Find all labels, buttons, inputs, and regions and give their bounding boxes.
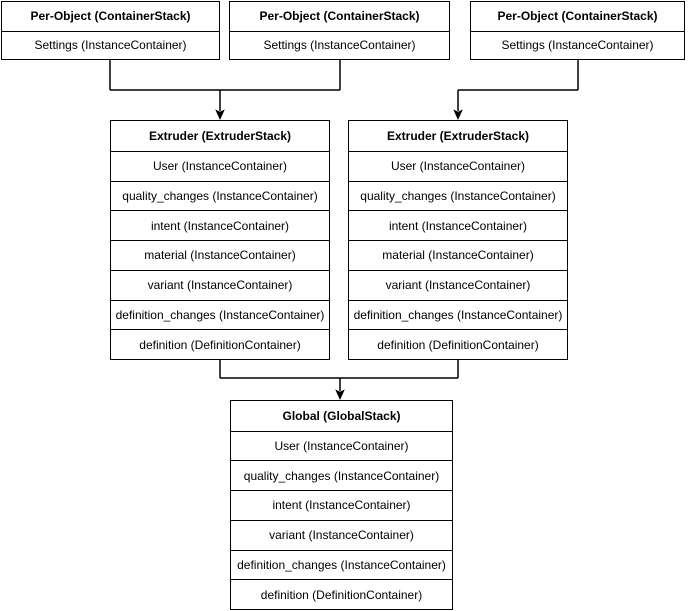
node-per-object-1-title: Per-Object (ContainerStack) <box>30 9 191 24</box>
node-extruder-2-row-variant: variant (InstanceContainer) <box>349 269 567 300</box>
node-extruder-2-row-material: material (InstanceContainer) <box>349 240 567 270</box>
node-extruder-1-row-user: User (InstanceContainer) <box>111 150 329 181</box>
node-extruder-2-row-definition: definition (DefinitionContainer) <box>349 329 567 359</box>
node-extruder-1-row-variant: variant (InstanceContainer) <box>111 269 329 300</box>
node-extruder-2-row-quality-changes: quality_changes (InstanceContainer) <box>349 180 567 211</box>
node-global-row-variant: variant (InstanceContainer) <box>231 519 452 550</box>
node-per-object-1-row-settings: Settings (InstanceContainer) <box>2 30 219 60</box>
node-per-object-2-row-settings: Settings (InstanceContainer) <box>230 30 449 60</box>
node-global-row-quality-changes: quality_changes (InstanceContainer) <box>231 460 452 490</box>
node-per-object-3: Per-Object (ContainerStack) Settings (In… <box>470 1 685 60</box>
node-global: Global (GlobalStack) User (InstanceConta… <box>230 400 453 610</box>
node-extruder-1-row-material: material (InstanceContainer) <box>111 240 329 270</box>
node-global-title: Global (GlobalStack) <box>282 408 401 423</box>
node-per-object-2-title: Per-Object (ContainerStack) <box>259 9 420 24</box>
arrowhead-global <box>335 389 345 400</box>
node-extruder-1-row-quality-changes: quality_changes (InstanceContainer) <box>111 180 329 211</box>
node-extruder-2-row-definition-changes: definition_changes (InstanceContainer) <box>349 299 567 330</box>
node-per-object-1: Per-Object (ContainerStack) Settings (In… <box>1 1 220 60</box>
arrowhead-extruder-1 <box>215 109 225 120</box>
node-global-row-user: User (InstanceContainer) <box>231 430 452 461</box>
node-per-object-3-row-settings: Settings (InstanceContainer) <box>471 30 684 60</box>
node-extruder-2-title: Extruder (ExtruderStack) <box>386 128 530 143</box>
node-extruder-1-title: Extruder (ExtruderStack) <box>148 128 292 143</box>
node-per-object-3-title: Per-Object (ContainerStack) <box>497 9 658 24</box>
arrowhead-extruder-2 <box>453 109 463 120</box>
node-global-row-definition-changes: definition_changes (InstanceContainer) <box>231 549 452 580</box>
node-extruder-1: Extruder (ExtruderStack) User (InstanceC… <box>110 120 330 360</box>
node-extruder-2: Extruder (ExtruderStack) User (InstanceC… <box>348 120 568 360</box>
node-extruder-1-row-definition-changes: definition_changes (InstanceContainer) <box>111 299 329 330</box>
node-extruder-2-row-user: User (InstanceContainer) <box>349 150 567 181</box>
node-extruder-1-row-definition: definition (DefinitionContainer) <box>111 329 329 359</box>
node-extruder-1-row-intent: intent (InstanceContainer) <box>111 210 329 240</box>
node-extruder-2-row-intent: intent (InstanceContainer) <box>349 210 567 240</box>
node-global-row-definition: definition (DefinitionContainer) <box>231 579 452 609</box>
node-per-object-2: Per-Object (ContainerStack) Settings (In… <box>229 1 450 60</box>
node-global-row-intent: intent (InstanceContainer) <box>231 490 452 520</box>
